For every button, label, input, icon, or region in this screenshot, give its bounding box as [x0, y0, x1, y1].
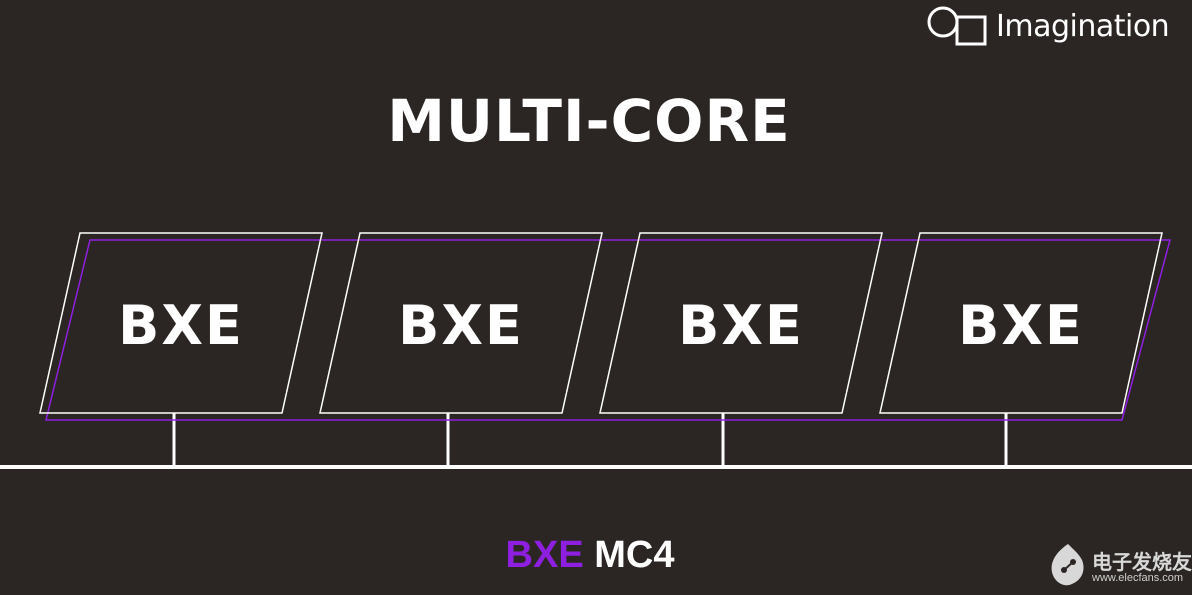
elecfans-logo-icon — [1051, 544, 1084, 586]
watermark-url: www.elecfans.com — [1092, 572, 1184, 584]
imagination-logo-icon — [927, 6, 987, 46]
product-name-accent: BXE — [505, 534, 584, 576]
product-name: BXE MC4 — [440, 533, 740, 577]
core-frame — [879, 232, 1163, 414]
multi-core-outline — [45, 239, 1171, 421]
imagination-logo: Imagination — [926, 2, 1178, 48]
core-label: BXE — [958, 294, 1084, 357]
watermark-cn: 电子发烧友 — [1092, 552, 1192, 574]
cores: BXE BXE BXE BXE — [39, 232, 1163, 414]
core-label: BXE — [118, 294, 244, 357]
core-label: BXE — [398, 294, 524, 357]
core-frame — [599, 232, 883, 414]
connectors — [172, 413, 1008, 467]
core-frame — [319, 232, 603, 414]
core-label: BXE — [678, 294, 804, 357]
multi-core-diagram: BXE BXE BXE BXE — [0, 232, 1192, 469]
logo-wordmark: Imagination — [996, 9, 1170, 44]
page-title: MULTI-CORE — [387, 87, 791, 155]
elecfans-watermark: 电子发烧友 www.elecfans.com — [1046, 540, 1192, 592]
product-name-suffix: MC4 — [583, 534, 675, 576]
core-frame — [39, 232, 323, 414]
